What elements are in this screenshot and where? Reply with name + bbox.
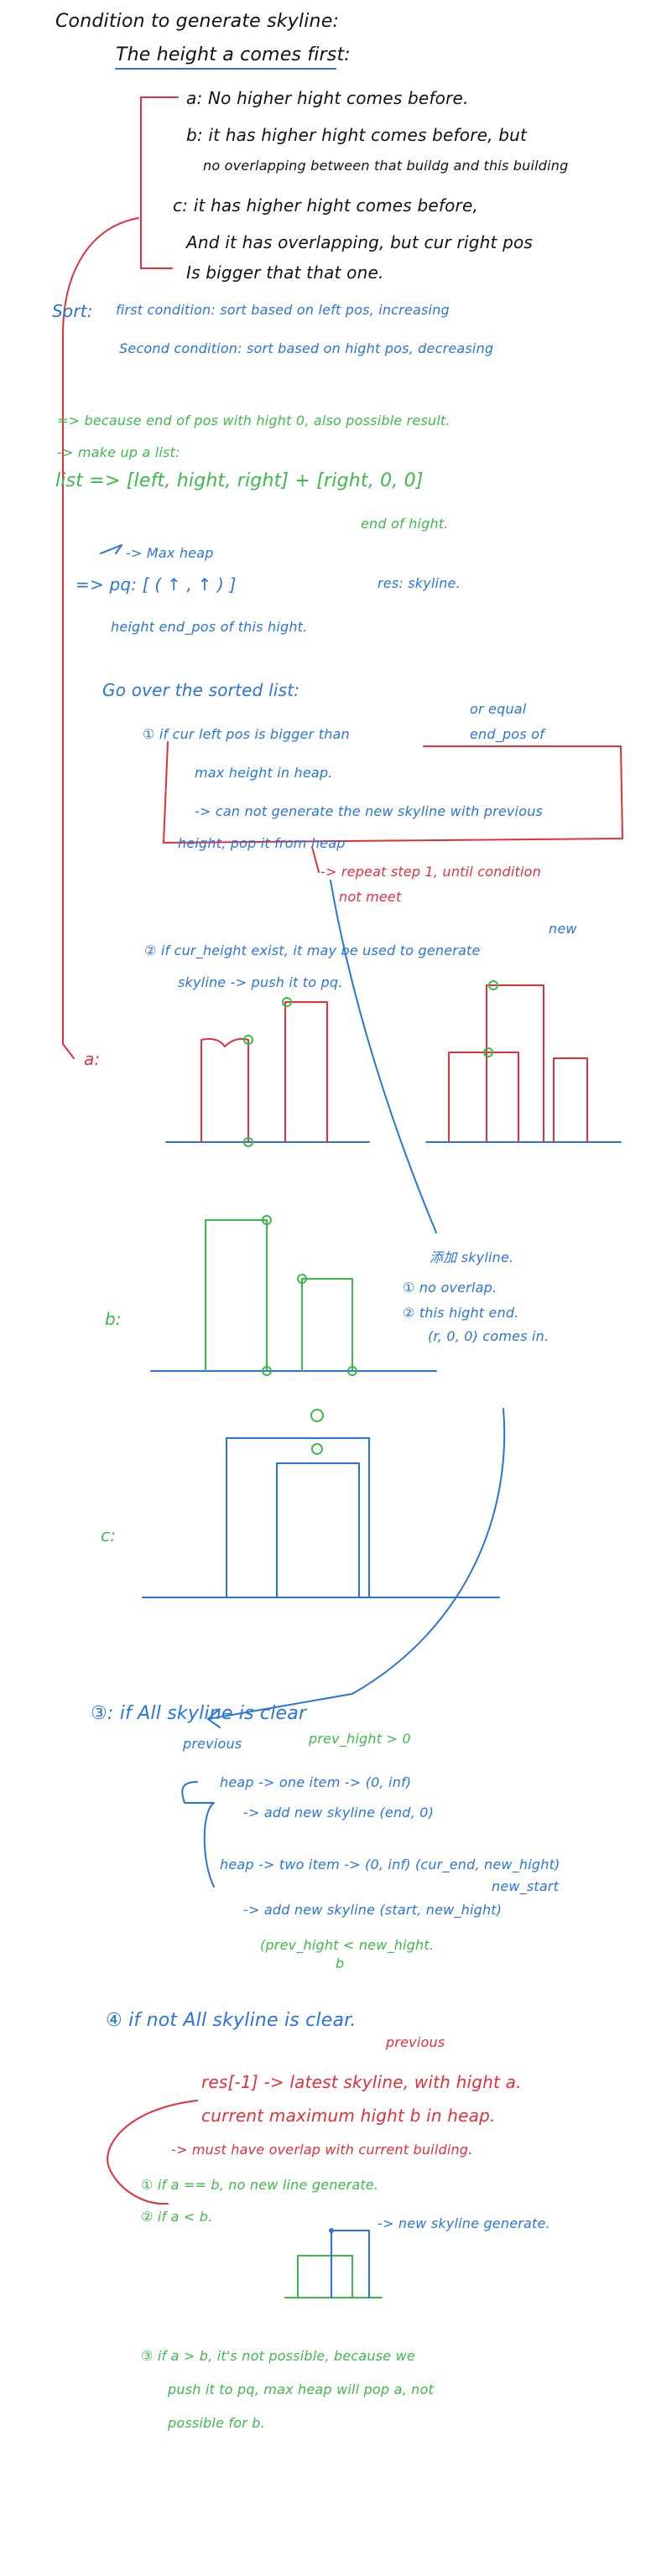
sort-label: Sort: bbox=[52, 301, 93, 321]
figure-a-left bbox=[165, 1001, 370, 1143]
step3-line5: (prev_hight < new_hight. bbox=[260, 1937, 435, 1953]
figure-a-right-point-2 bbox=[488, 980, 498, 990]
figure-b-point-2 bbox=[262, 1366, 272, 1376]
figure-a-label: a: bbox=[84, 1049, 101, 1069]
figure-c-label: c: bbox=[101, 1525, 117, 1545]
step4-red-arrow bbox=[107, 2100, 198, 2205]
step1-end-pos: end_pos of bbox=[470, 726, 544, 742]
step3-line4: -> add new skyline (start, new_hight) bbox=[243, 1902, 503, 1918]
figure-a-right-point-1 bbox=[483, 1047, 493, 1057]
step1-line4: height, pop it from heap bbox=[178, 835, 346, 851]
step1-not-meet: not meet bbox=[339, 889, 402, 905]
figure-b-label: b: bbox=[105, 1309, 122, 1329]
step2-line1: ② if cur_height exist, it may be used to… bbox=[144, 943, 481, 958]
figure-a-point-1 bbox=[243, 1035, 253, 1045]
page-title: Condition to generate skyline: bbox=[55, 11, 340, 32]
step3-new-start: new_start bbox=[492, 1878, 560, 1894]
step1-line2: max height in heap. bbox=[195, 765, 333, 781]
figure-step4-point bbox=[329, 2228, 334, 2233]
condition-b-line1: b: it has higher hight comes before, but bbox=[186, 125, 528, 145]
figure-c-point-2 bbox=[311, 1443, 323, 1455]
figure-a-point-2 bbox=[243, 1137, 253, 1147]
step4-previous: previous bbox=[386, 2034, 445, 2050]
step3-head: ③: if All skyline is clear bbox=[91, 1703, 307, 1724]
step3-line1: heap -> one item -> (0, inf) bbox=[220, 1774, 412, 1790]
sort-first: first condition: sort based on left pos,… bbox=[116, 302, 450, 318]
figure-b-point-3 bbox=[297, 1274, 307, 1284]
repeat-arrow bbox=[311, 846, 320, 873]
list-end-note: end of hight. bbox=[361, 516, 449, 532]
figure-b bbox=[150, 1219, 437, 1372]
list-makeup: -> make up a list: bbox=[57, 444, 180, 460]
step3-line2: -> add new skyline (end, 0) bbox=[243, 1805, 435, 1820]
list-formula: list => [left, hight, right] + [right, 0… bbox=[55, 470, 424, 491]
step4-line3: -> must have overlap with current buildi… bbox=[171, 2142, 473, 2158]
step3-previous: previous bbox=[183, 1736, 242, 1752]
step2-line2: skyline -> push it to pq. bbox=[178, 974, 343, 990]
step2-new: new bbox=[549, 921, 577, 937]
condition-a: a: No higher hight comes before. bbox=[186, 88, 469, 108]
sort-second: Second condition: sort based on hight po… bbox=[119, 340, 494, 356]
step4-line8: possible for b. bbox=[168, 2415, 265, 2431]
figure-note-2: ① no overlap. bbox=[403, 1280, 497, 1296]
step1-or-equal: or equal bbox=[470, 701, 527, 717]
step3-line3: heap -> two item -> (0, inf) (cur_end, n… bbox=[220, 1857, 560, 1872]
heap-pq: => pq: [ ( ↑ , ↑ ) ] bbox=[76, 574, 237, 595]
figure-a-right bbox=[425, 984, 622, 1143]
condition-c-line2: And it has overlapping, but cur right po… bbox=[186, 232, 534, 252]
heap-max: -> Max heap bbox=[126, 545, 214, 561]
condition-c-line1: c: it has higher hight comes before, bbox=[173, 195, 479, 216]
figure-note-4: (r, 0, 0) comes in. bbox=[428, 1328, 549, 1344]
step1-repeat: -> repeat step 1, until condition bbox=[320, 864, 542, 880]
figure-note-3: ② this hight end. bbox=[403, 1305, 519, 1321]
step4-line6: ③ if a > b, it's not possible, because w… bbox=[141, 2348, 415, 2364]
step1-line3: -> can not generate the new skyline with… bbox=[195, 803, 544, 819]
list-because: => because end of pos with hight 0, also… bbox=[57, 413, 450, 428]
figure-a-point-3 bbox=[282, 997, 292, 1007]
step1-line1: ① if cur left pos is bigger than bbox=[143, 726, 350, 742]
step4-line5: ② if a < b. bbox=[141, 2209, 213, 2225]
figure-step4 bbox=[284, 2230, 383, 2298]
step-go-over: Go over the sorted list: bbox=[102, 680, 300, 700]
condition-b-line2: no overlapping between that buildg and t… bbox=[203, 158, 569, 174]
heap-labels: height end_pos of this hight. bbox=[111, 619, 308, 635]
figure-b-point-1 bbox=[262, 1215, 272, 1225]
left-red-connector bbox=[62, 217, 139, 1059]
blue-connector-2 bbox=[207, 1408, 506, 1728]
blue-connector-1 bbox=[330, 880, 437, 1233]
figure-c bbox=[142, 1437, 500, 1598]
figure-note-1: 添加 skyline. bbox=[430, 1249, 514, 1265]
step4-line7: push it to pq, max heap will pop a, not bbox=[168, 2381, 434, 2397]
step3-prev-hight: prev_hight > 0 bbox=[309, 1731, 411, 1747]
step4-line1: res[-1] -> latest skyline, with hight a. bbox=[201, 2072, 522, 2092]
step4-head: ④ if not All skyline is clear. bbox=[106, 2010, 357, 2031]
step4-new-skyline: -> new skyline generate. bbox=[378, 2215, 550, 2231]
condition-c-line3: Is bigger that that one. bbox=[186, 262, 384, 283]
heap-res: res: skyline. bbox=[378, 575, 461, 591]
step4-line2: current maximum hight b in heap. bbox=[201, 2106, 496, 2126]
figure-b-point-4 bbox=[347, 1366, 357, 1376]
step3-line5-b: b bbox=[336, 1955, 345, 1971]
step1-box bbox=[163, 741, 623, 844]
step4-line4: ① if a == b, no new line generate. bbox=[141, 2177, 379, 2193]
pq-arrow bbox=[100, 544, 122, 554]
conditions-brace bbox=[140, 96, 179, 269]
step3-brace bbox=[181, 1781, 215, 1888]
figure-c-point-1 bbox=[310, 1409, 324, 1422]
heading: The height a comes first: bbox=[116, 44, 351, 65]
